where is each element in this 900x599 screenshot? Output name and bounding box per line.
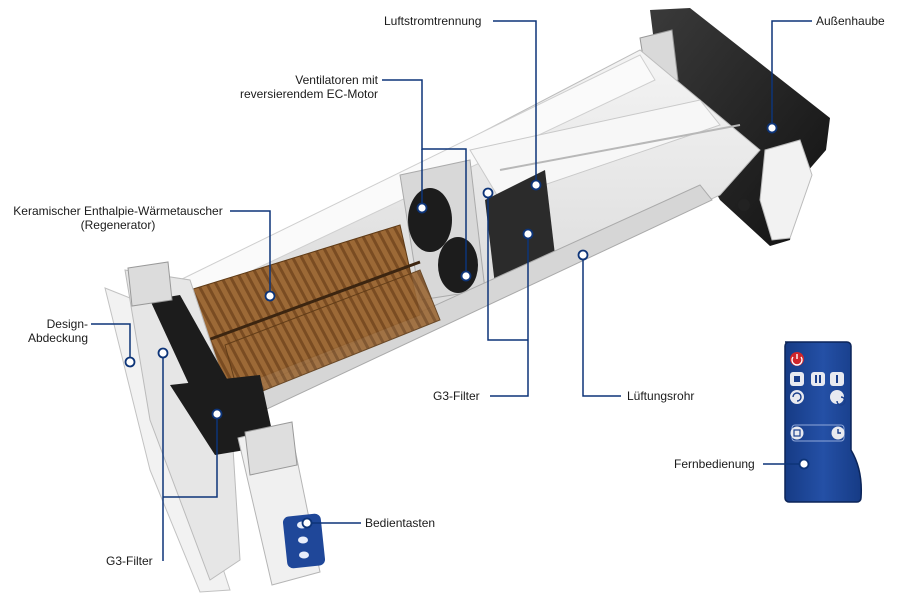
label-bedientasten: Bedientasten xyxy=(365,516,436,530)
dot-ventilator-2 xyxy=(460,270,472,282)
leader-keramik xyxy=(230,210,271,296)
design-cover xyxy=(104,261,275,593)
dot-fernbedienung xyxy=(798,458,810,470)
leader-g3-right xyxy=(490,234,529,397)
dot-g3-right-1 xyxy=(482,187,494,199)
leader-aussenhaube xyxy=(771,20,812,128)
dot-g3-left-2 xyxy=(211,408,223,420)
pause-icon xyxy=(811,372,825,386)
label-keramik-line1: Keramischer Enthalpie-Wärmetauscher xyxy=(13,204,223,218)
remote-control xyxy=(784,341,863,503)
label-aussenhaube: Außenhaube xyxy=(816,14,885,28)
control-panel xyxy=(237,421,326,586)
label-ventilatoren: Ventilatoren mit reversierendem EC-Motor xyxy=(226,73,378,101)
label-lueftungsrohr: Lüftungsrohr xyxy=(627,389,695,403)
dot-lueftungsrohr xyxy=(577,249,589,261)
leader-design xyxy=(91,323,131,362)
label-g3-filter-left: G3-Filter xyxy=(106,554,153,568)
leader-luftstromtrennung xyxy=(493,20,537,185)
leader-lines xyxy=(91,20,812,561)
leader-g3-left-branch xyxy=(163,414,218,498)
cycle-left-icon xyxy=(790,390,804,404)
night-mode-icon xyxy=(790,426,804,440)
leader-lueftungsrohr xyxy=(582,255,621,397)
dot-design xyxy=(124,356,136,368)
label-design-line1: Design- xyxy=(46,317,88,331)
callout-dots xyxy=(124,122,810,529)
dot-g3-left-1 xyxy=(157,347,169,359)
leader-g3-right-branch xyxy=(487,193,528,341)
label-design-line2: Abdeckung xyxy=(27,331,88,345)
label-ventilatoren-line1: Ventilatoren mit xyxy=(295,73,378,87)
dot-luftstromtrennung xyxy=(530,179,542,191)
dot-g3-right-2 xyxy=(522,228,534,240)
dot-aussenhaube xyxy=(766,122,778,134)
label-g3-filter-right: G3-Filter xyxy=(433,389,480,403)
label-keramik-line2: (Regenerator) xyxy=(80,218,156,232)
dot-keramik xyxy=(264,290,276,302)
label-keramik: Keramischer Enthalpie-Wärmetauscher (Reg… xyxy=(8,204,228,232)
label-ventilatoren-line2: reversierendem EC-Motor xyxy=(239,87,378,101)
dot-ventilator-1 xyxy=(416,202,428,214)
cycle-right-icon xyxy=(830,390,844,404)
label-luftstromtrennung: Luftstromtrennung xyxy=(384,14,482,28)
label-design: Design- Abdeckung xyxy=(10,317,88,345)
dot-bedientasten xyxy=(301,517,313,529)
label-fernbedienung: Fernbedienung xyxy=(674,457,755,471)
